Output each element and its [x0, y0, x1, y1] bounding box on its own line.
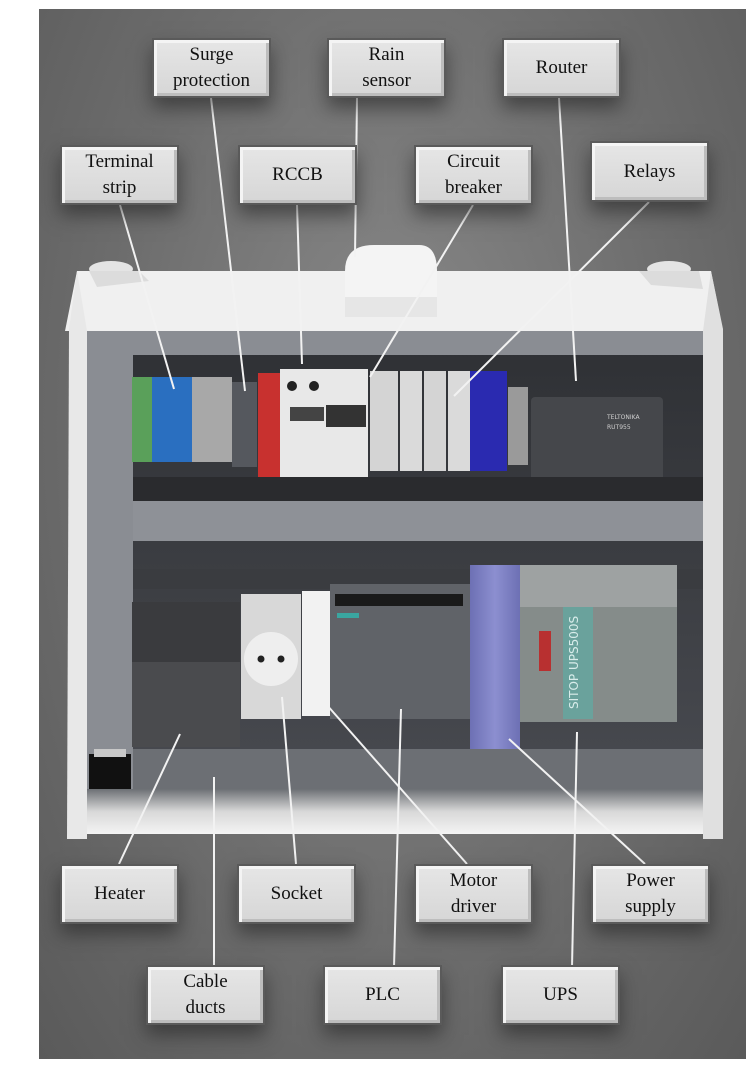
leader-rccb [296, 204, 303, 365]
label-heater: Heater [60, 864, 179, 924]
label-motor-driver: Motor driver [414, 864, 533, 924]
figure-canvas: TELTONIKA RUT955 SITOP UPS500S [39, 9, 746, 1059]
circuit-breaker-device [370, 371, 470, 471]
leader-plc [393, 708, 402, 968]
leader-ups [571, 731, 578, 968]
leader-router [558, 97, 577, 382]
label-socket: Socket [237, 864, 356, 924]
socket-device [241, 594, 301, 719]
relay-terminal [508, 387, 528, 465]
label-ups: UPS [501, 965, 620, 1025]
router-model-text: RUT955 [607, 424, 631, 431]
terminal-strip-device [132, 377, 232, 462]
leader-power-supply [508, 738, 646, 865]
leader-heater [118, 733, 181, 865]
leader-surge-protection [210, 97, 246, 392]
label-power-supply: Power supply [591, 864, 710, 924]
cabinet-illustration: TELTONIKA RUT955 SITOP UPS500S [65, 245, 723, 839]
label-rccb: RCCB [238, 145, 357, 205]
leader-motor-driver [325, 703, 468, 865]
label-relays: Relays [590, 141, 709, 202]
label-cable-ducts: Cable ducts [146, 965, 265, 1025]
leader-socket [281, 696, 297, 865]
motor-driver-device [302, 591, 330, 716]
label-surge-protection: Surge protection [152, 38, 271, 98]
label-circuit-breaker: Circuit breaker [414, 145, 533, 205]
leader-circuit-breaker [369, 204, 474, 378]
label-terminal-strip: Terminal strip [60, 145, 179, 205]
label-plc: PLC [323, 965, 442, 1025]
relay-block-device [470, 371, 507, 471]
leader-relays [453, 201, 650, 397]
router-brand-text: TELTONIKA [606, 414, 640, 421]
surge-module-red [258, 373, 280, 483]
leader-lines [118, 97, 650, 968]
ups-model-text: SITOP UPS500S [567, 616, 581, 709]
label-rain-sensor: Rain sensor [327, 38, 446, 98]
heater-device [132, 602, 240, 747]
leader-terminal-strip [119, 204, 175, 390]
rccb-device [280, 369, 368, 479]
router-device: TELTONIKA RUT955 [531, 397, 663, 489]
power-supply-device [470, 565, 520, 760]
plc-device [330, 584, 470, 719]
surge-protection-device [232, 382, 257, 467]
label-router: Router [502, 38, 621, 98]
ups-device: SITOP UPS500S [520, 565, 677, 722]
